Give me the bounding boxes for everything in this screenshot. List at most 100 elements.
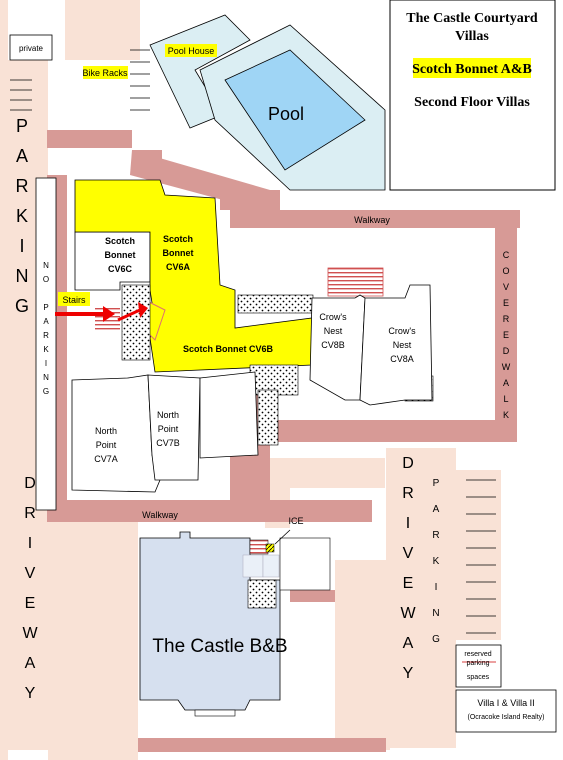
- driveway-left-letter: R: [24, 505, 36, 522]
- cv8b-line3: CV8B: [321, 340, 345, 350]
- cv6c-line2: Bonnet: [105, 250, 136, 260]
- bike-racks-label: Bike Racks: [82, 68, 128, 78]
- title-box: [389, 0, 556, 191]
- parking-left-letter: G: [15, 296, 29, 316]
- dotted-cv8-stair: [237, 294, 314, 314]
- parking-right-letter: G: [432, 634, 440, 645]
- cv8a-line2: Nest: [393, 340, 412, 350]
- cv7a-line3: CV7A: [94, 454, 118, 464]
- covered-walk-letter: L: [503, 394, 508, 404]
- castle-window-2: [262, 554, 280, 578]
- parking-left-letter: P: [16, 116, 28, 136]
- driveway-right-letter: D: [402, 455, 414, 472]
- poolhouse-label-bg: [165, 44, 217, 57]
- unit-north-extra: [199, 371, 259, 459]
- unit-cv7b: [147, 374, 201, 481]
- covered-walk-letter: C: [503, 250, 510, 260]
- parking-right-letter: P: [433, 478, 440, 489]
- private-box: [9, 34, 53, 61]
- reserved-label: reserved: [464, 651, 491, 658]
- stairs-label-bg: [58, 292, 90, 306]
- pool-house-label: Pool House: [168, 46, 215, 56]
- parking-left-letter: N: [16, 266, 29, 286]
- driveway-right-letter: A: [403, 635, 414, 652]
- villa-box: [455, 689, 557, 733]
- covered-walk-letter: O: [502, 266, 509, 276]
- pool-label: Pool: [268, 104, 304, 124]
- driveway-left-letter: W: [22, 625, 38, 642]
- stairs-label: Stairs: [62, 295, 86, 305]
- driveway-left-letter: V: [25, 565, 36, 582]
- no-parking-letter: R: [43, 331, 49, 340]
- castle-steps: [194, 709, 236, 717]
- no-parking-letter: A: [43, 317, 49, 326]
- cv7b-label: North Point CV7B: [156, 410, 180, 448]
- no-parking-letter: I: [45, 359, 47, 368]
- cv6c-label: Scotch Bonnet CV6C: [105, 236, 136, 274]
- no-parking-letter: K: [43, 345, 49, 354]
- covered-walk-letter: R: [503, 314, 510, 324]
- pool-house: [149, 14, 251, 129]
- parking-right-letter: N: [432, 608, 439, 619]
- title-line1: The Castle Courtyard: [406, 11, 538, 26]
- driveway-right-letter: R: [402, 485, 414, 502]
- driveway-right-letter: Y: [403, 665, 414, 682]
- private-label: private: [19, 44, 44, 53]
- parking-small-label: parking: [467, 660, 490, 667]
- cv6a-line3: CV6A: [166, 262, 191, 272]
- villa-box-line1: Villa I & Villa II: [477, 698, 534, 708]
- covered-walk-letter: D: [503, 346, 510, 356]
- cv7b-line1: North: [157, 410, 179, 420]
- reserved-box: [455, 644, 502, 688]
- cv6a-line1: Scotch: [163, 234, 193, 244]
- title-line3: Second Floor Villas: [414, 95, 530, 110]
- title-line2: Villas: [455, 29, 489, 44]
- cv6a-label: Scotch Bonnet CV6A: [163, 234, 194, 272]
- pool-water: [224, 49, 366, 171]
- driveway-right-letter: V: [403, 545, 414, 562]
- cv8a-line3: CV8A: [390, 354, 414, 364]
- cv6a-line2: Bonnet: [163, 248, 194, 258]
- covered-walk-letter: A: [503, 378, 509, 388]
- cv6c-line3: CV6C: [108, 264, 133, 274]
- cv8a-label: Crow's Nest CV8A: [388, 326, 416, 364]
- castle-window-1: [242, 554, 264, 578]
- no-parking-letter: P: [43, 303, 48, 312]
- no-parking-letter: G: [43, 387, 49, 396]
- driveway-left-letter: Y: [25, 685, 36, 702]
- center-strip: [265, 458, 385, 488]
- parking-left-letter: R: [16, 176, 29, 196]
- left-parking-lines: [10, 49, 150, 111]
- covered-walk-letter: E: [503, 330, 509, 340]
- castle-dotted-tower: [247, 579, 277, 609]
- spaces-label: spaces: [467, 674, 490, 681]
- driveway-left-letter: E: [25, 595, 36, 612]
- parking-right-letter: R: [432, 530, 439, 541]
- parking-right-letter: I: [435, 582, 438, 593]
- castle-label: The Castle B&B: [152, 636, 287, 657]
- ice-box: [265, 543, 275, 553]
- no-parking-column: [35, 177, 57, 511]
- right-driveway-strip: [386, 448, 456, 748]
- cv6b-label: Scotch Bonnet CV6B: [183, 344, 274, 354]
- title-highlight: Scotch Bonnet A&B: [412, 62, 532, 77]
- top-left-strip: [0, 0, 8, 760]
- parking-right-letter: A: [433, 504, 440, 515]
- driveway-left-letter: D: [24, 475, 36, 492]
- ice-pointer: [274, 529, 291, 545]
- no-parking-letter: O: [43, 275, 49, 284]
- right-parking-strip: [456, 470, 501, 640]
- bike-area-strip: [65, 0, 140, 60]
- no-parking-letter: N: [43, 261, 49, 270]
- walkway-bottom-label: Walkway: [142, 510, 178, 520]
- parking-left-letter: A: [16, 146, 28, 166]
- crows-nest-stairs: [327, 267, 384, 297]
- unit-cv8a: [359, 284, 433, 406]
- driveway-right-letter: I: [406, 515, 410, 532]
